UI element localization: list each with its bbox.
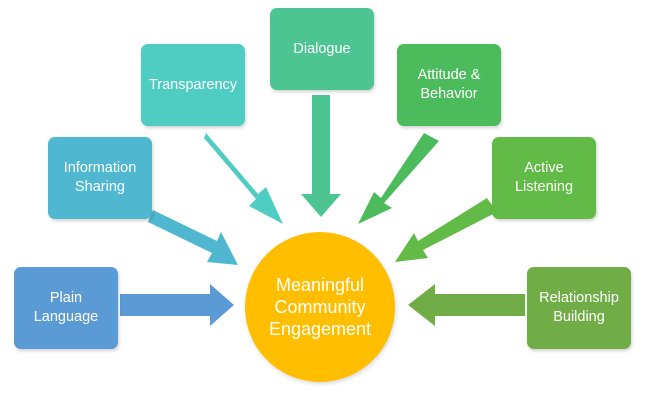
node-plain-language-label: Plain Language <box>33 290 99 325</box>
center-label: Meaningful Community Engagement <box>268 275 372 339</box>
node-information-sharing-label: Information Sharing <box>63 160 137 195</box>
node-dialogue-label: Dialogue <box>293 40 351 57</box>
node-active-listening: Active Listening <box>492 137 596 219</box>
node-relationship-building: Relationship Building <box>527 267 631 349</box>
node-transparency: Transparency <box>141 44 245 126</box>
arrow-dialogue <box>301 95 341 217</box>
node-relationship-building-label: Relationship Building <box>539 290 619 325</box>
arrow-active-listening <box>395 198 497 262</box>
arrow-relationship-building <box>408 284 525 326</box>
center-circle: Meaningful Community Engagement <box>245 232 395 382</box>
node-dialogue: Dialogue <box>270 8 374 90</box>
node-attitude-behavior-label: Attitude & Behavior <box>417 67 481 102</box>
node-plain-language: Plain Language <box>14 267 118 349</box>
node-active-listening-label: Active Listening <box>514 160 574 195</box>
node-transparency-label: Transparency <box>148 76 238 93</box>
node-attitude-behavior: Attitude & Behavior <box>397 44 501 126</box>
arrow-transparency <box>204 133 283 224</box>
arrow-plain-language <box>120 284 234 326</box>
arrow-attitude-behavior <box>358 133 439 224</box>
arrow-information-sharing <box>148 210 238 265</box>
node-information-sharing: Information Sharing <box>48 137 152 219</box>
